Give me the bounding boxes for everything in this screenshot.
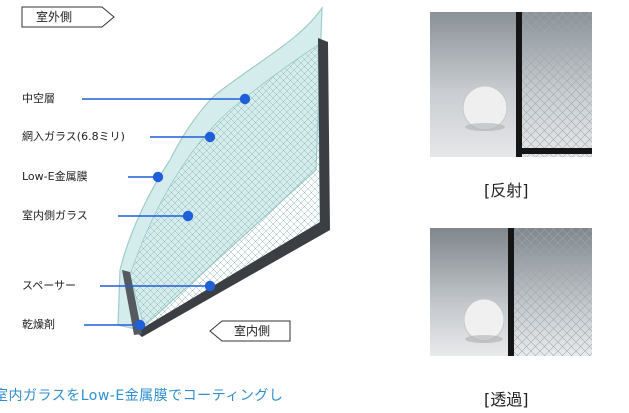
dot-spacer [204,280,216,292]
label-wired-glass: 網入ガラス(6.8ミリ) [22,130,125,143]
reflection-label: [反射] [484,181,529,200]
vase-transmission [463,298,505,342]
label-low-e-film: Low-E金属膜 [22,170,88,183]
caption-text: 室内ガラスをLow-E金属膜でコーティングし [0,388,284,404]
dot-hollow-layer [239,93,251,105]
reflection-photo [430,12,592,157]
inside-tag [209,320,291,342]
outside-tag-label: 室外側 [36,10,73,24]
label-indoor-glass: 室内側ガラス [22,209,88,222]
inner-mesh-glass [129,44,321,331]
inside-tag-label: 室内側 [234,324,271,338]
dot-desiccant [134,319,146,331]
spacer-frame [136,38,330,337]
label-spacer: スペーサー [22,279,77,292]
label-desiccant: 乾燥剤 [22,318,55,331]
dot-wired-glass [204,131,216,143]
dot-indoor-glass [182,210,194,222]
label-hollow-layer: 中空層 [22,92,55,105]
transmission-label: [透過] [484,390,529,409]
dot-low-e [152,171,164,183]
transmission-photo [430,228,592,356]
outside-tag [21,6,115,28]
